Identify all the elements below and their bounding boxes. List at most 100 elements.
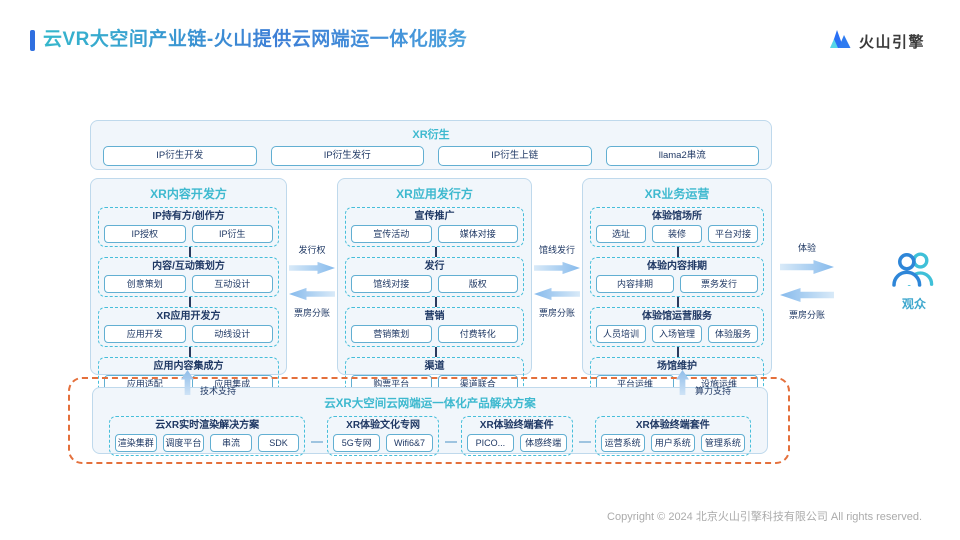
items-row: 人员培训入场管理体验服务	[596, 325, 758, 343]
column-title: XR应用发行方	[396, 187, 473, 201]
item-box: Wifi6&7	[386, 434, 433, 452]
item-box: IP衍生发行	[270, 146, 424, 166]
item-box: IP授权	[104, 225, 186, 243]
item-box: 串流	[210, 434, 252, 452]
items-row: 内容排期票务发行	[596, 275, 758, 293]
subgroup: XR应用开发方 应用开发动线设计	[98, 297, 279, 347]
item-box: IP衍生	[191, 225, 273, 243]
group-list: IP持有方/创作方 IP授权 IP衍生 内容/互动策划方 创意策划互动设计 XR应…	[91, 207, 286, 397]
item-box: PICO...	[466, 434, 514, 452]
tech-support-label: 技术支持	[200, 386, 237, 396]
item-box: 人员培训	[596, 325, 646, 343]
item-box: 用户系统	[650, 434, 695, 452]
item-box: 内容排期	[596, 275, 674, 293]
subgroup-title: 营销	[424, 311, 445, 322]
group-title: XR体验终端套件	[635, 420, 710, 431]
items-row: IP授权 IP衍生	[104, 225, 273, 243]
item-box: 渲染集群	[115, 434, 157, 452]
subgroup-title: 渠道	[424, 361, 445, 372]
arrow-left-icon	[289, 287, 335, 301]
page-title: 云VR大空间产业链-火山提供云网端运一体化服务	[43, 24, 467, 51]
arrow-right-icon	[534, 261, 580, 275]
flow-forward-label: 发行权	[298, 245, 326, 255]
item-box: 创意策划	[104, 275, 186, 293]
flow-col2-col3: 馆线发行 票房分账	[532, 243, 582, 319]
subgroup: 发行 馆线对接版权	[345, 247, 524, 297]
flow-backward-label: 票房分账	[538, 308, 575, 318]
column-title: XR内容开发方	[150, 187, 227, 201]
item-box: IP衍生上链	[438, 146, 592, 166]
solution-group-terminal: XR体验终端套件 PICO... 体感终端	[444, 416, 573, 456]
item-box: 选址	[596, 225, 646, 243]
item-box: 体感终端	[519, 434, 567, 452]
column-xr-content-developer: XR内容开发方 IP持有方/创作方 IP授权 IP衍生 内容/互动策划方 创意策划…	[90, 178, 287, 397]
items-row: PICO... 体感终端	[466, 434, 567, 452]
flow-backward-label: 票房分账	[788, 310, 825, 320]
item-box: IP衍生开发	[103, 146, 257, 166]
solution-group-systems: XR体验终端套件 运营系统用户系统管理系统	[578, 416, 751, 456]
item-box: 调度平台	[162, 434, 205, 452]
subgroup: 内容/互动策划方 创意策划互动设计	[98, 247, 279, 297]
item-box: 动线设计	[191, 325, 273, 343]
item-box: SDK	[257, 434, 300, 452]
flow-forward-label: 体验	[797, 243, 816, 253]
item-box: 装修	[652, 225, 702, 243]
footer-copyright: Copyright © 2024 北京火山引擎科技有限公司 All rights…	[607, 511, 922, 523]
items-row: 运营系统用户系统管理系统	[600, 434, 746, 452]
items-row: 5G专网 Wifi6&7	[333, 434, 433, 452]
solution-title: 云XR大空间云网端运一体化产品解决方案	[324, 398, 536, 410]
item-box: 体验服务	[708, 325, 758, 343]
subgroup: 体验馆场所 选址装修平台对接	[590, 207, 764, 247]
solution-group-network: XR体验文化专网 5G专网 Wifi6&7	[311, 416, 439, 456]
subgroup-title: 场馆维护	[657, 361, 697, 372]
item-box: 管理系统	[700, 434, 746, 452]
items-row: 选址装修平台对接	[596, 225, 758, 243]
items-row: 渲染集群调度平台串流 SDK	[115, 434, 300, 452]
items-row: 创意策划互动设计	[104, 275, 273, 293]
volcano-engine-logo: 火山引擎	[827, 27, 925, 56]
item-box: 5G专网	[333, 434, 381, 452]
items-row: 宣传活动媒体对接	[351, 225, 518, 243]
title-accent-bar	[30, 30, 35, 51]
subgroup-title: IP持有方/创作方	[152, 211, 225, 222]
subgroup-title: 宣传推广	[414, 211, 455, 222]
section-title: XR衍生	[412, 129, 450, 141]
item-box: 票务发行	[680, 275, 758, 293]
subgroup: 体验馆运营服务 人员培训入场管理体验服务	[590, 297, 764, 347]
solution-group-rendering: 云XR实时渲染解决方案 渲染集群调度平台串流 SDK	[109, 416, 306, 456]
group-title: XR体验文化专网	[346, 420, 421, 431]
flow-forward-label: 馆线发行	[538, 245, 575, 255]
item-box: 版权	[437, 275, 518, 293]
subgroup-title: 内容/互动策划方	[152, 261, 225, 272]
item-box: 馆线对接	[351, 275, 432, 293]
items-row: 应用开发动线设计	[104, 325, 273, 343]
flow-backward-label: 票房分账	[293, 308, 330, 318]
arrow-left-icon	[534, 287, 580, 301]
flow-col3-audience: 体验 票房分账	[778, 241, 836, 321]
item-box: 营销策划	[351, 325, 432, 343]
group-title: XR体验终端套件	[479, 420, 554, 431]
items-row: 营销策划付费转化	[351, 325, 518, 343]
item-box: 运营系统	[600, 434, 645, 452]
subgroup-title: 体验馆场所	[652, 211, 702, 222]
arrow-right-icon	[780, 259, 834, 275]
item-box: 宣传活动	[351, 225, 432, 243]
volcano-mountain-icon	[827, 27, 853, 56]
subgroup-title: 体验馆运营服务	[642, 311, 712, 322]
items-row: 馆线对接版权	[351, 275, 518, 293]
item-box: 应用开发	[104, 325, 186, 343]
group-list: 体验馆场所 选址装修平台对接 体验内容排期 内容排期票务发行 体验馆运营服务	[583, 207, 771, 397]
group-title: 云XR实时渲染解决方案	[155, 420, 260, 431]
item-box: 入场管理	[652, 325, 702, 343]
item-box: 平台对接	[708, 225, 758, 243]
audience: 观众	[884, 249, 944, 312]
arrow-left-icon	[780, 287, 834, 303]
compute-support-label: 算力支持	[695, 386, 732, 396]
subgroup-title: 应用内容集成方	[153, 361, 224, 372]
subgroup-title: XR应用开发方	[156, 311, 221, 322]
subgroup: 营销 营销策划付费转化	[345, 297, 524, 347]
logo-text: 火山引擎	[858, 34, 925, 51]
column-xr-app-publisher: XR应用发行方 宣传推广 宣传活动媒体对接 发行 馆线对接版权	[337, 178, 532, 397]
audience-label: 观众	[901, 297, 926, 311]
